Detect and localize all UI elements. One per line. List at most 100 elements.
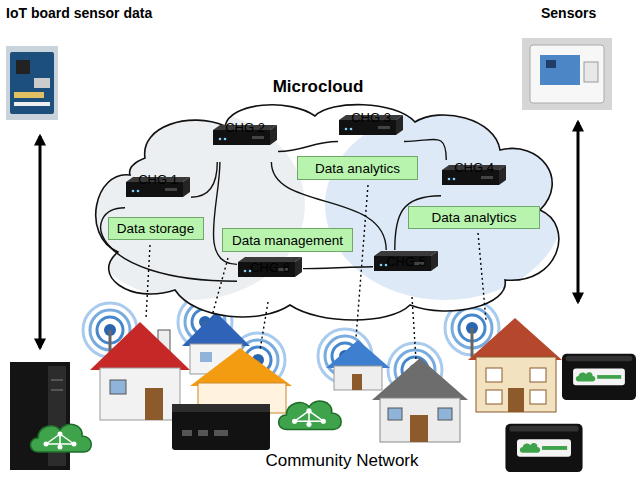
service-name: Data management	[232, 233, 343, 248]
house	[508, 388, 524, 412]
gateway-node: CHG 3	[338, 110, 404, 152]
house	[90, 322, 190, 370]
service-name: Data analytics	[315, 161, 400, 176]
cloud-logo	[279, 401, 342, 429]
iot-board	[34, 78, 50, 88]
gateway-device	[252, 136, 264, 139]
house	[334, 366, 382, 390]
sensor-photo	[584, 62, 598, 82]
house	[380, 398, 460, 442]
house	[410, 415, 428, 442]
gateway-device	[499, 165, 506, 185]
house	[200, 352, 212, 362]
gateway-device	[350, 128, 353, 131]
gateway-device	[453, 178, 456, 181]
gateway-device	[126, 182, 183, 197]
gateway-device	[481, 176, 493, 179]
double-arrow	[577, 122, 580, 302]
iot-board	[6, 46, 58, 120]
gateway-name: CHG 2	[225, 120, 265, 135]
service-name: Data storage	[117, 221, 194, 236]
iot-board	[10, 52, 54, 114]
gateway-device	[270, 125, 277, 145]
gateway-device	[219, 138, 222, 141]
caption-text: IoT board sensor data	[6, 5, 152, 21]
gateway-device	[244, 270, 247, 273]
gateway-device	[380, 264, 383, 267]
gateway-device	[339, 120, 396, 135]
gateway-node: CHG 6	[237, 256, 303, 298]
mini-pc	[172, 404, 270, 450]
caption-box: Community Network	[172, 451, 512, 471]
gateway-device	[295, 257, 302, 277]
sensor-photo	[522, 38, 612, 110]
gateway-name: CHG 3	[351, 110, 391, 125]
house	[145, 388, 163, 420]
gateway-device	[378, 126, 390, 129]
service-name: Data analytics	[432, 210, 517, 225]
gateway-name: CHG 6	[250, 260, 290, 275]
caption-text: Community Network	[265, 451, 418, 470]
gateway-device	[442, 170, 499, 185]
house	[530, 390, 546, 404]
desktop-tower	[10, 362, 70, 470]
gateway-device	[213, 130, 270, 145]
mini-pc	[172, 404, 270, 412]
gateway-device	[224, 138, 227, 141]
house	[326, 340, 390, 368]
sensor-photo	[546, 60, 556, 68]
service-box: Data storage	[108, 217, 204, 240]
gateway-device	[126, 177, 190, 182]
cloud-outline	[75, 110, 565, 300]
house	[372, 358, 468, 400]
mini-pc	[198, 430, 208, 436]
sensor-photo	[530, 45, 604, 103]
gateway-name: CHG 5	[386, 254, 426, 269]
double-arrow	[39, 136, 42, 348]
house	[438, 408, 452, 420]
gateway-device	[396, 115, 403, 135]
caption-text: Sensors	[541, 5, 596, 21]
house	[468, 318, 562, 412]
iot-board	[16, 60, 30, 74]
caption-box: IoT board sensor data	[6, 5, 206, 21]
service-box: Data management	[222, 228, 353, 252]
gateway-box	[505, 424, 582, 472]
house	[110, 380, 126, 394]
house	[486, 368, 502, 382]
service-box: Data analytics	[297, 156, 418, 180]
mini-pc	[172, 404, 270, 450]
cloud-outline	[325, 110, 565, 300]
house	[100, 368, 180, 420]
gateway-device	[213, 125, 277, 130]
desktop-tower	[51, 379, 63, 381]
house	[468, 318, 562, 360]
gateway-name: CHG 4	[454, 160, 494, 175]
cloud-title: Microcloud	[273, 77, 364, 96]
gateway-device	[183, 177, 190, 197]
cloud-outline	[96, 105, 559, 320]
mini-pc	[214, 430, 228, 436]
gateway-device	[165, 188, 177, 191]
house	[352, 374, 362, 390]
gateway-node: CHG 1	[125, 172, 191, 214]
iot-board	[14, 92, 44, 98]
sensor-photo	[540, 55, 580, 85]
house	[476, 357, 556, 412]
mini-pc	[182, 430, 192, 436]
iot-board	[14, 102, 50, 106]
gateway-box	[562, 354, 636, 400]
iot-board	[6, 46, 58, 120]
house	[190, 348, 292, 413]
desktop-tower	[51, 389, 63, 391]
desktop-tower	[10, 362, 70, 470]
gateway-node: CHG 2	[212, 120, 278, 162]
cloud-heading: Microcloud	[80, 76, 556, 98]
house	[190, 348, 292, 386]
gateway-device	[442, 165, 506, 170]
cloud-logo	[31, 424, 92, 452]
gateway-device	[345, 128, 348, 131]
gateway-device	[137, 190, 140, 193]
gateway-device	[431, 251, 438, 271]
gateway-device	[448, 178, 451, 181]
